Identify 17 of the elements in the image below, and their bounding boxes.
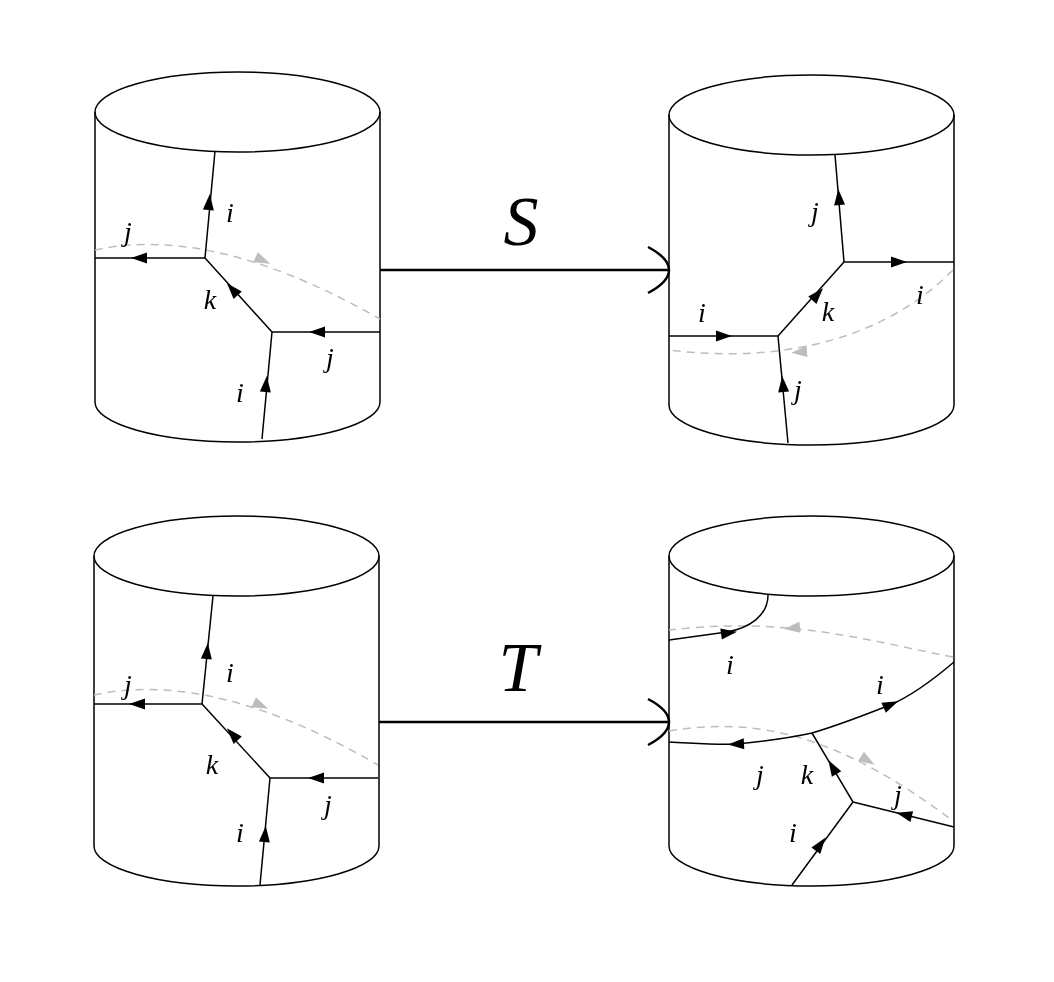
strand-label: i xyxy=(226,659,234,687)
strand-label: i xyxy=(236,819,244,847)
strand-label: i xyxy=(226,199,234,227)
strand-label: k xyxy=(203,286,217,314)
cylinder-drawing xyxy=(95,72,380,442)
cylinder-drawing xyxy=(669,516,954,886)
cylinder-drawing xyxy=(669,75,954,445)
strand-label: k xyxy=(800,761,814,789)
strand-label: i xyxy=(698,299,706,327)
strand-label: i xyxy=(916,281,924,309)
strand-label: i xyxy=(789,819,797,847)
strand-label: i xyxy=(726,651,734,679)
strand-label: k xyxy=(205,751,219,779)
cylinder-drawing xyxy=(94,516,379,886)
strand-label: k xyxy=(821,298,835,326)
strand-label: i xyxy=(876,671,884,699)
strand-label: i xyxy=(236,379,244,407)
